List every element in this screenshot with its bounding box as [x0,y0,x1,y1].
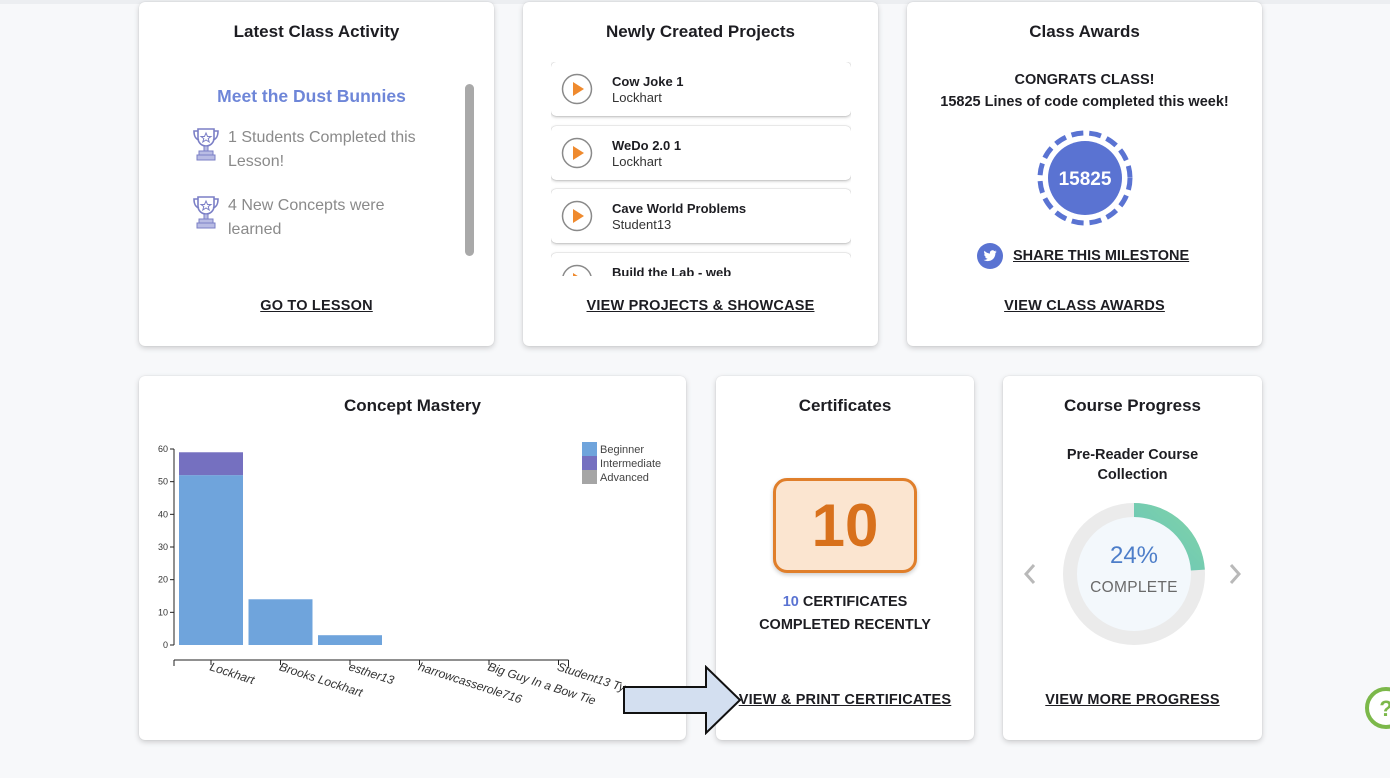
y-tick-label: 60 [158,444,168,454]
certificate-count-box: 10 [773,478,917,573]
chevron-left-icon[interactable] [1022,561,1038,587]
y-tick-label: 20 [158,575,168,585]
lesson-name[interactable]: Meet the Dust Bunnies [217,86,406,106]
bar-intermediate [179,452,243,476]
twitter-icon[interactable] [977,243,1003,269]
activity-item: 1 Students Completed this Lesson! [191,126,421,174]
newly-created-projects-card: Newly Created Projects Cow Joke 1 Lockha… [523,2,878,346]
help-icon[interactable]: ? [1364,686,1390,730]
play-icon[interactable] [561,137,593,169]
project-item[interactable]: Build the Lab - web [551,252,851,277]
scrollbar[interactable] [465,84,474,256]
play-icon[interactable] [561,264,593,277]
trophy-icon [193,196,219,229]
progress-ring [1063,503,1205,645]
lines-of-code-text: 15825 Lines of code completed this week! [940,94,1229,110]
project-name: WeDo 2.0 1 [612,137,682,153]
chevron-right-icon[interactable] [1227,561,1243,587]
project-item[interactable]: Cow Joke 1 Lockhart [551,62,851,116]
view-class-awards-link[interactable]: VIEW CLASS AWARDS [1004,298,1165,314]
progress-percent: 24% [1109,542,1159,569]
card-title: Latest Class Activity [233,22,400,41]
pointer-arrow-icon [623,665,742,735]
activity-item: 4 New Concepts were learned [191,194,421,242]
project-item[interactable]: Cave World Problems Student13 [551,189,851,243]
legend-swatch [582,470,597,484]
latest-class-activity-card: Latest Class Activity Meet the Dust Bunn… [139,2,494,346]
go-to-lesson-link[interactable]: GO TO LESSON [260,298,373,314]
project-list[interactable]: Cow Joke 1 Lockhart WeDo 2.0 1 Lockhart … [551,62,851,276]
share-milestone-button[interactable]: SHARE THIS MILESTONE [977,243,1189,269]
project-owner: Student13 [612,217,672,232]
card-title: Newly Created Projects [606,22,795,41]
project-item[interactable]: WeDo 2.0 1 Lockhart [551,125,851,180]
legend-swatch [582,442,597,456]
y-tick-label: 10 [158,607,168,617]
certificate-count-inline: 10 [782,594,799,610]
trophy-icon [193,128,219,161]
y-tick-label: 30 [158,542,168,552]
legend-label: Advanced [600,472,649,484]
badge-value: 15825 [1059,169,1112,190]
y-tick-label: 40 [158,509,168,519]
activity-text: 4 New Concepts were learned [228,197,385,238]
legend-swatch [582,456,597,470]
svg-text:?: ? [1379,696,1390,721]
view-projects-showcase-link[interactable]: VIEW PROJECTS & SHOWCASE [586,298,815,314]
course-name: Pre-Reader Course Collection [1066,447,1199,483]
certificates-label: CERTIFICATES [798,594,908,610]
certificates-summary: 10 CERTIFICATES COMPLETED RECENTLY [716,591,974,637]
bar-beginner [179,475,243,645]
bar-beginner [248,599,313,645]
play-icon[interactable] [561,73,593,105]
congrats-heading: CONGRATS CLASS! [1014,72,1155,88]
course-progress-card: Course Progress Pre-Reader Course Collec… [1003,376,1262,740]
play-icon[interactable] [561,200,593,232]
card-title: Concept Mastery [344,396,481,415]
card-title: Course Progress [1064,396,1201,415]
bar-beginner [318,635,382,645]
view-print-certificates-link[interactable]: VIEW & PRINT CERTIFICATES [738,692,952,708]
certificates-card: Certificates 10 10 CERTIFICATES COMPLETE… [716,376,974,740]
project-owner: Lockhart [612,153,662,169]
milestone-badge: 15825 [1037,130,1133,226]
x-tick-label: Lockhart [208,660,257,688]
project-owner: Lockhart [612,90,662,105]
project-name: Cow Joke 1 [612,74,684,89]
legend-label: Beginner [600,444,644,456]
progress-arc [1063,503,1205,645]
card-title: Certificates [798,396,892,415]
complete-label: COMPLETE [1090,579,1178,596]
project-name: Build the Lab - web [612,264,732,277]
project-name: Cave World Problems [612,201,747,216]
view-more-progress-link[interactable]: VIEW MORE PROGRESS [1045,692,1220,708]
legend-label: Intermediate [600,458,661,470]
completed-recently-label: COMPLETED RECENTLY [759,617,931,633]
class-awards-card: Class Awards CONGRATS CLASS! 15825 Lines… [907,2,1262,346]
card-title: Class Awards [1029,22,1140,41]
certificate-count: 10 [811,492,879,559]
activity-text: 1 Students Completed this Lesson! [228,129,416,170]
share-milestone-label: SHARE THIS MILESTONE [1013,248,1190,264]
y-tick-label: 0 [163,640,168,650]
y-tick-label: 50 [158,477,168,487]
